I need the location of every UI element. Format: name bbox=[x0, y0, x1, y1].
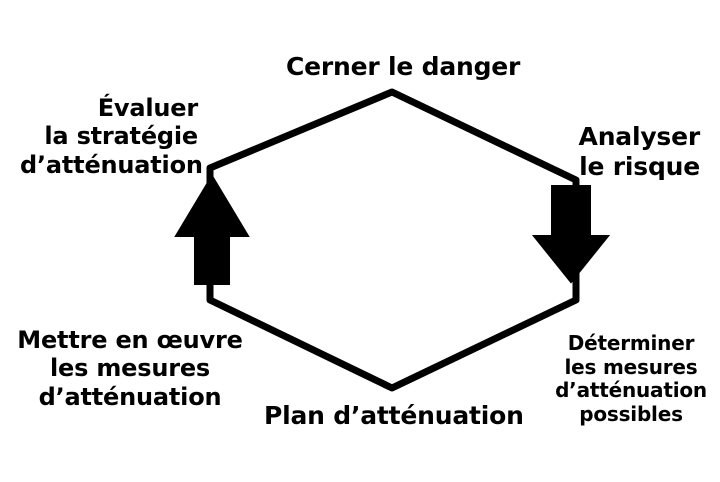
node-determine-measures-line-3: d’atténuation bbox=[555, 378, 707, 403]
node-determine-measures-line-2: les mesures bbox=[564, 354, 698, 379]
node-implement-measures-line-3: d’atténuation bbox=[38, 382, 222, 411]
cycle-hexagon-outline bbox=[206, 88, 580, 392]
node-evaluate-strategy-line-1: Évaluer bbox=[97, 94, 198, 122]
node-evaluate-strategy: Évaluer la stratégie d’atténuation bbox=[20, 94, 203, 179]
arrow-down-icon bbox=[531, 185, 611, 284]
node-evaluate-strategy-line-2: la stratégie bbox=[44, 122, 198, 151]
node-determine-measures-line-4: possibles bbox=[579, 401, 683, 426]
arrow-up-icon bbox=[174, 174, 250, 285]
node-mitigation-plan-text: Plan d’atténuation bbox=[264, 401, 524, 430]
node-implement-measures-line-2: les mesures bbox=[50, 354, 210, 383]
node-identify-hazard-text: Cerner le danger bbox=[286, 52, 521, 81]
node-identify-hazard: Cerner le danger bbox=[286, 52, 520, 82]
node-analyze-risk: Analyser le risque bbox=[574, 122, 701, 181]
node-analyze-risk-line-2: le risque bbox=[579, 151, 700, 181]
node-implement-measures-line-1: Mettre en œuvre bbox=[17, 326, 243, 354]
node-mitigation-plan: Plan d’atténuation bbox=[264, 401, 524, 431]
node-analyze-risk-line-1: Analyser bbox=[578, 122, 701, 151]
node-determine-measures-line-1: Déterminer bbox=[567, 331, 695, 355]
node-determine-measures: Déterminer les mesures d’atténuation pos… bbox=[548, 331, 714, 426]
node-evaluate-strategy-line-3: d’atténuation bbox=[20, 150, 203, 179]
node-implement-measures: Mettre en œuvre les mesures d’atténuatio… bbox=[14, 326, 246, 411]
